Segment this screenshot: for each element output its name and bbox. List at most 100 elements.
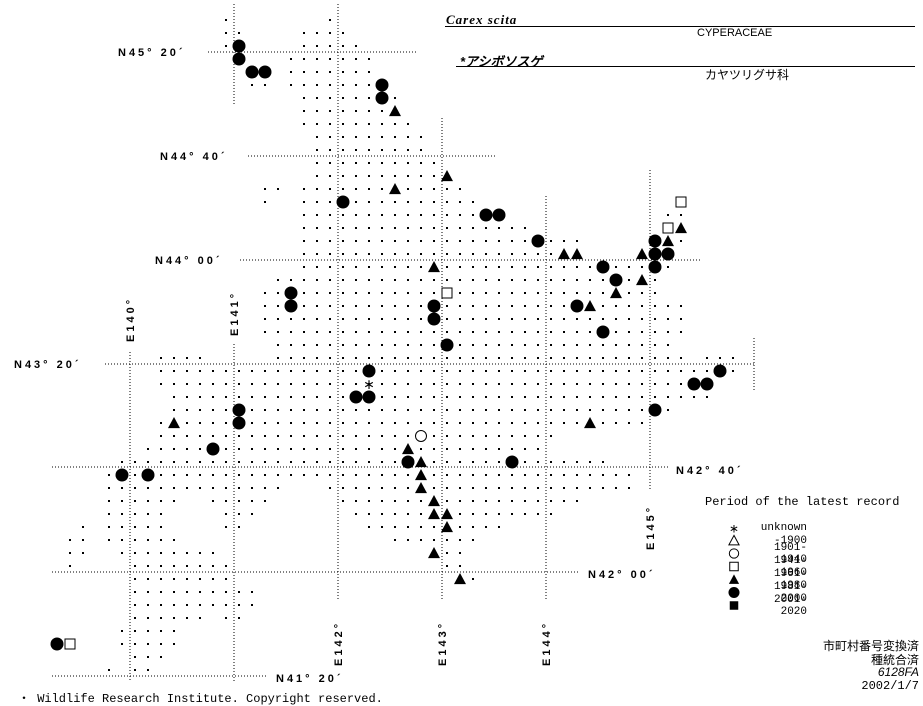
mesh-dot <box>407 344 409 346</box>
mesh-dot <box>303 71 305 73</box>
mesh-dot <box>381 383 383 385</box>
mesh-dot <box>641 344 643 346</box>
filled-circle-icon <box>401 455 415 469</box>
mesh-dot <box>524 292 526 294</box>
mesh-dot <box>238 435 240 437</box>
legend-item: 1901-1940 <box>727 542 807 566</box>
mesh-dot <box>433 344 435 346</box>
mesh-dot <box>290 396 292 398</box>
mesh-dot <box>329 474 331 476</box>
mesh-dot <box>186 435 188 437</box>
mesh-dot <box>238 591 240 593</box>
mesh-dot <box>173 487 175 489</box>
mesh-dot <box>329 266 331 268</box>
mesh-dot <box>433 175 435 177</box>
mesh-dot <box>459 552 461 554</box>
mesh-dot <box>615 305 617 307</box>
filled-triangle-icon <box>662 235 674 247</box>
mesh-dot <box>316 110 318 112</box>
mesh-dot <box>160 565 162 567</box>
mesh-dot <box>576 396 578 398</box>
mesh-dot <box>433 253 435 255</box>
mesh-dot <box>511 279 513 281</box>
mesh-dot <box>485 279 487 281</box>
mesh-dot <box>134 656 136 658</box>
mesh-dot <box>524 474 526 476</box>
mesh-dot <box>628 292 630 294</box>
mesh-dot <box>316 474 318 476</box>
mesh-dot <box>368 253 370 255</box>
mesh-dot <box>225 32 227 34</box>
mesh-dot <box>446 448 448 450</box>
mesh-dot <box>316 71 318 73</box>
mesh-dot <box>641 357 643 359</box>
mesh-dot <box>368 266 370 268</box>
mesh-dot <box>433 227 435 229</box>
filled-circle-icon <box>336 195 350 209</box>
mesh-dot <box>550 331 552 333</box>
mesh-dot <box>342 487 344 489</box>
mesh-dot <box>446 188 448 190</box>
mesh-dot <box>355 71 357 73</box>
mesh-dot <box>472 253 474 255</box>
mesh-dot <box>212 552 214 554</box>
mesh-dot <box>732 370 734 372</box>
mesh-dot <box>563 370 565 372</box>
mesh-dot <box>498 474 500 476</box>
mesh-dot <box>394 435 396 437</box>
mesh-dot <box>550 279 552 281</box>
mesh-dot <box>394 149 396 151</box>
mesh-dot <box>446 214 448 216</box>
mesh-dot <box>342 266 344 268</box>
mesh-dot <box>615 266 617 268</box>
mesh-dot <box>225 604 227 606</box>
mesh-dot <box>368 188 370 190</box>
mesh-dot <box>303 383 305 385</box>
mesh-dot <box>485 292 487 294</box>
mesh-dot <box>602 474 604 476</box>
mesh-dot <box>563 396 565 398</box>
mesh-dot <box>654 318 656 320</box>
mesh-dot <box>589 318 591 320</box>
mesh-dot <box>628 487 630 489</box>
mesh-dot <box>394 266 396 268</box>
mesh-dot <box>394 513 396 515</box>
mesh-dot <box>316 461 318 463</box>
mesh-dot <box>459 422 461 424</box>
mesh-dot <box>186 370 188 372</box>
mesh-dot <box>329 162 331 164</box>
mesh-dot <box>355 331 357 333</box>
mesh-dot <box>186 357 188 359</box>
mesh-dot <box>576 240 578 242</box>
mesh-dot <box>446 409 448 411</box>
mesh-dot <box>407 279 409 281</box>
mesh-dot <box>329 45 331 47</box>
mesh-dot <box>394 279 396 281</box>
mesh-dot <box>498 253 500 255</box>
mesh-dot <box>472 539 474 541</box>
filled-triangle-icon <box>675 222 687 234</box>
mesh-dot <box>459 201 461 203</box>
mesh-dot <box>550 266 552 268</box>
mesh-dot <box>290 84 292 86</box>
open-square-icon <box>441 287 453 299</box>
mesh-dot <box>498 461 500 463</box>
mesh-dot <box>199 578 201 580</box>
mesh-dot <box>459 214 461 216</box>
mesh-dot <box>433 539 435 541</box>
filled-triangle-icon <box>571 248 583 260</box>
mesh-dot <box>108 513 110 515</box>
mesh-dot <box>355 409 357 411</box>
mesh-dot <box>394 318 396 320</box>
mesh-dot <box>199 357 201 359</box>
filled-circle-icon <box>440 338 454 352</box>
mesh-dot <box>303 409 305 411</box>
mesh-dot <box>186 617 188 619</box>
mesh-dot <box>706 370 708 372</box>
mesh-dot <box>485 526 487 528</box>
mesh-dot <box>498 331 500 333</box>
mesh-dot <box>407 526 409 528</box>
mesh-dot <box>368 344 370 346</box>
mesh-dot <box>160 617 162 619</box>
mesh-dot <box>238 396 240 398</box>
